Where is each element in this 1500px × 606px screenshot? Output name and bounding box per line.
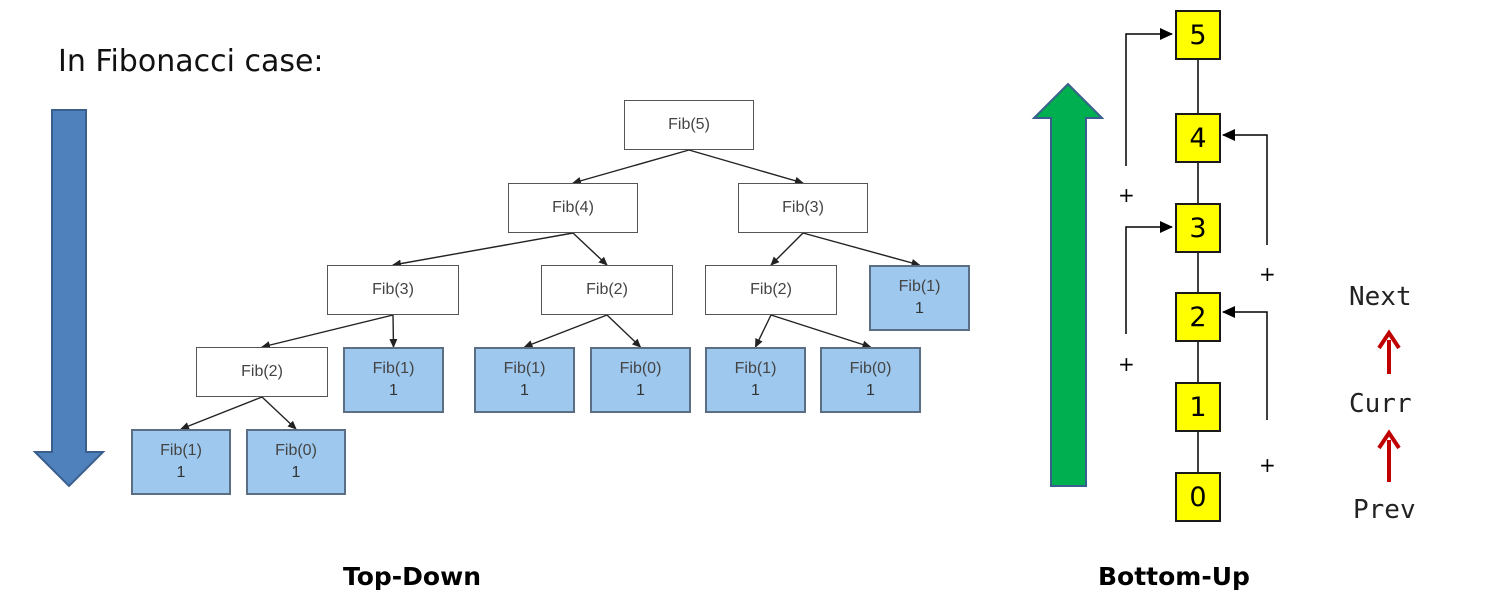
tree-edge-n3l-n1a: [389, 314, 398, 348]
tree-node-n1r: Fib(1) 1: [869, 265, 970, 331]
tree-node-value: 1: [915, 300, 924, 317]
tree-node-label: Fib(2): [750, 281, 792, 298]
tree-edge-n3r-n2r: [770, 232, 804, 266]
tree-node-n1d: Fib(1) 1: [131, 429, 231, 495]
sum-arrow-to-4: [1222, 129, 1268, 245]
var-next: Next: [1349, 282, 1412, 312]
tree-node-label: Fib(3): [782, 199, 824, 216]
tree-node-value: 1: [176, 464, 186, 481]
tree-node-label: Fib(3): [372, 281, 414, 298]
tree-edge-n2m-n1b: [523, 314, 608, 348]
tree-node-n5: Fib(5): [624, 100, 754, 150]
tree-node-label: Fib(5): [668, 116, 710, 133]
tree-node-n3l: Fib(3): [327, 265, 459, 315]
tree-node-label: Fib(4): [552, 199, 594, 216]
tree-node-value: 1: [866, 382, 875, 399]
chain-box-5: 5: [1175, 10, 1221, 60]
tree-node-label: Fib(2): [241, 363, 283, 380]
tree-node-value: 1: [291, 464, 301, 481]
tree-node-n2l: Fib(2): [196, 347, 328, 397]
tree-node-label: Fib(1): [734, 360, 777, 377]
top-down-arrow: [32, 109, 106, 488]
tree-node-n1c: Fib(1) 1: [705, 347, 806, 413]
caption-bottom-up: Bottom-Up: [1098, 562, 1250, 591]
tree-edge-n2r-n1c: [754, 314, 772, 348]
tree-edge-n4-n3l: [392, 232, 574, 268]
tree-edge-n5-n3r: [688, 149, 804, 185]
plus-sign-left-bottom: +: [1118, 352, 1135, 376]
tree-edge-n5-n4: [572, 149, 690, 185]
var-prev: Prev: [1353, 495, 1416, 525]
tree-node-label: Fib(2): [586, 281, 628, 298]
tree-node-n4: Fib(4): [508, 183, 638, 233]
page-heading: In Fibonacci case:: [58, 44, 324, 79]
tree-node-label: Fib(0): [849, 360, 892, 377]
caption-top-down: Top-Down: [343, 562, 482, 591]
tree-edge-n4-n2m: [572, 232, 608, 266]
tree-node-label: Fib(1): [372, 360, 415, 377]
tree-edge-n3l-n2l: [261, 314, 394, 349]
tree-node-n0c: Fib(0) 1: [820, 347, 921, 413]
tree-node-label: Fib(0): [619, 360, 662, 377]
tree-node-n0b: Fib(0) 1: [590, 347, 691, 413]
tree-node-n1b: Fib(1) 1: [474, 347, 575, 413]
tree-edge-n3r-n1r: [802, 232, 921, 267]
var-curr: Curr: [1349, 389, 1412, 419]
sum-arrow-to-2: [1222, 306, 1268, 420]
sum-arrow-to-3: [1125, 221, 1173, 334]
plus-sign-right-top: +: [1259, 262, 1276, 286]
tree-edge-n2l-n1d: [180, 396, 263, 430]
tree-node-n1a: Fib(1) 1: [343, 347, 444, 413]
tree-edge-n2r-n0c: [770, 314, 872, 349]
tree-edge-n2l-n0d: [261, 396, 297, 430]
tree-node-n2r: Fib(2): [705, 265, 837, 315]
tree-node-label: Fib(1): [898, 278, 941, 295]
chain-box-3: 3: [1175, 203, 1221, 253]
bottom-up-arrow: [1031, 82, 1105, 487]
sum-arrow-to-5: [1125, 28, 1173, 166]
tree-node-value: 1: [636, 382, 645, 399]
tree-node-label: Fib(0): [275, 442, 317, 459]
tree-node-label: Fib(1): [503, 360, 546, 377]
tree-node-value: 1: [751, 382, 760, 399]
plus-sign-left-top: +: [1118, 183, 1135, 207]
tree-node-value: 1: [389, 382, 398, 399]
chain-box-4: 4: [1175, 113, 1221, 163]
chain-box-0: 0: [1175, 472, 1221, 522]
tree-node-label: Fib(1): [160, 442, 202, 459]
tree-node-n2m: Fib(2): [541, 265, 673, 315]
chain-box-1: 1: [1175, 382, 1221, 432]
plus-sign-right-bottom: +: [1259, 453, 1276, 477]
tree-node-value: 1: [520, 382, 529, 399]
tree-node-n3r: Fib(3): [738, 183, 868, 233]
tree-node-n0d: Fib(0) 1: [246, 429, 346, 495]
tree-edge-n2m-n0b: [606, 314, 642, 348]
chain-box-2: 2: [1175, 292, 1221, 342]
